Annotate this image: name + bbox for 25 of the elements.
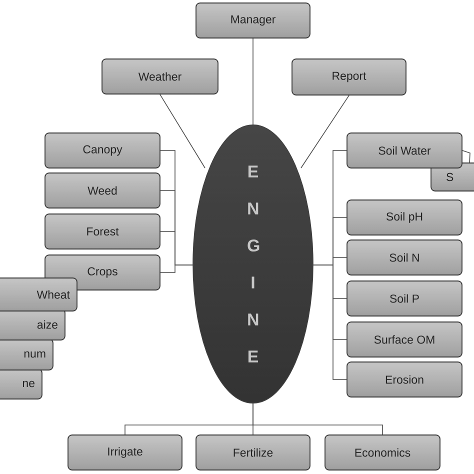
module-box: Economics	[324, 434, 440, 470]
module-box: Forest	[44, 214, 160, 250]
module-box: Wheat	[0, 278, 78, 312]
connector-line	[300, 95, 350, 168]
connector-line	[462, 150, 470, 163]
connector-line	[160, 94, 206, 168]
module-box: Report	[292, 58, 406, 96]
connector-line	[252, 38, 254, 125]
module-box: ne	[0, 368, 42, 400]
module-box: Fertilize	[196, 434, 310, 470]
module-box: Canopy	[44, 132, 160, 168]
module-box: Soil P	[346, 280, 462, 316]
connector-line	[312, 264, 347, 380]
module-box: Manager	[196, 2, 310, 38]
connector-line	[160, 264, 194, 273]
module-box: Erosion	[346, 362, 462, 398]
module-box: Soil pH	[346, 200, 462, 236]
module-box: Soil N	[346, 240, 462, 276]
module-box: Irrigate	[68, 434, 182, 470]
module-box: num	[0, 338, 54, 370]
module-box: Crops	[44, 254, 160, 290]
module-box: Weed	[44, 172, 160, 208]
module-box: Surface OM	[346, 322, 462, 358]
module-box: Weather	[102, 58, 218, 94]
connector-line	[252, 403, 383, 435]
